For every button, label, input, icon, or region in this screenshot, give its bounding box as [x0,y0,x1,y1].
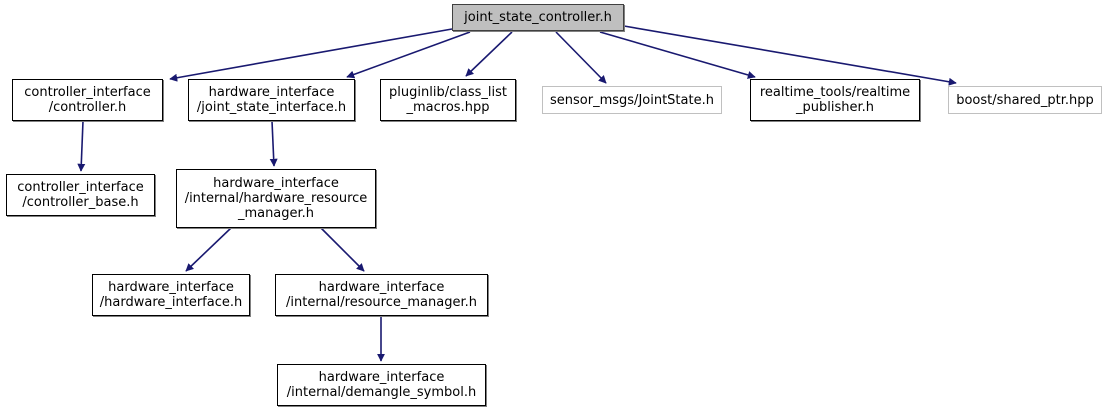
node-label: pluginlib/class_list _macros.hpp [389,85,507,115]
edge-hardware-resource-manager-to-hardware-interface [185,227,232,272]
node-label: hardware_interface /internal/demangle_sy… [286,370,477,400]
edge-joint-state-interface-to-hardware-resource-manager [269,120,278,167]
node-label: hardware_interface /joint_state_interfac… [196,85,347,115]
edge-root-to-realtime-publisher [599,31,756,79]
node-label: boost/shared_ptr.hpp [956,92,1094,108]
node-realtime-tools-realtime-publisher[interactable]: realtime_tools/realtime _publisher.h [750,79,920,121]
edge-root-to-controller [169,28,453,82]
node-hardware-interface-internal-demangle-symbol[interactable]: hardware_interface /internal/demangle_sy… [277,364,486,406]
node-hardware-interface-internal-hardware-resource-manager[interactable]: hardware_interface /internal/hardware_re… [176,169,376,228]
node-label: sensor_msgs/JointState.h [550,92,714,108]
node-label: hardware_interface /internal/resource_ma… [286,280,477,310]
node-hardware-interface-hardware-interface[interactable]: hardware_interface /hardware_interface.h [92,274,250,316]
node-controller-interface-controller[interactable]: controller_interface /controller.h [12,79,163,121]
edge-controller-to-controller-base [77,120,86,172]
node-joint-state-controller[interactable]: joint_state_controller.h [452,4,624,31]
node-label: controller_interface /controller.h [24,85,151,115]
node-hardware-interface-joint-state-interface[interactable]: hardware_interface /joint_state_interfac… [188,79,355,121]
node-label: controller_interface /controller_base.h [17,180,144,210]
node-pluginlib-class-list-macros[interactable]: pluginlib/class_list _macros.hpp [380,79,516,121]
node-label: joint_state_controller.h [464,10,612,25]
node-hardware-interface-internal-resource-manager[interactable]: hardware_interface /internal/resource_ma… [275,274,488,316]
edge-hardware-resource-manager-to-resource-manager [320,227,365,272]
node-label: hardware_interface /internal/hardware_re… [184,176,368,221]
node-boost-shared-ptr[interactable]: boost/shared_ptr.hpp [948,86,1102,114]
edge-root-to-class-list-macros [465,31,513,77]
node-sensor-msgs-jointstate[interactable]: sensor_msgs/JointState.h [542,86,722,114]
node-controller-interface-controller-base[interactable]: controller_interface /controller_base.h [6,174,155,216]
node-label: realtime_tools/realtime _publisher.h [759,85,911,115]
node-label: hardware_interface /hardware_interface.h [99,280,243,310]
edge-root-to-boost-shared-ptr [623,25,957,86]
edge-root-to-sensor-msgs-jointstate [555,31,607,84]
edge-root-to-joint-state-interface [346,31,471,79]
